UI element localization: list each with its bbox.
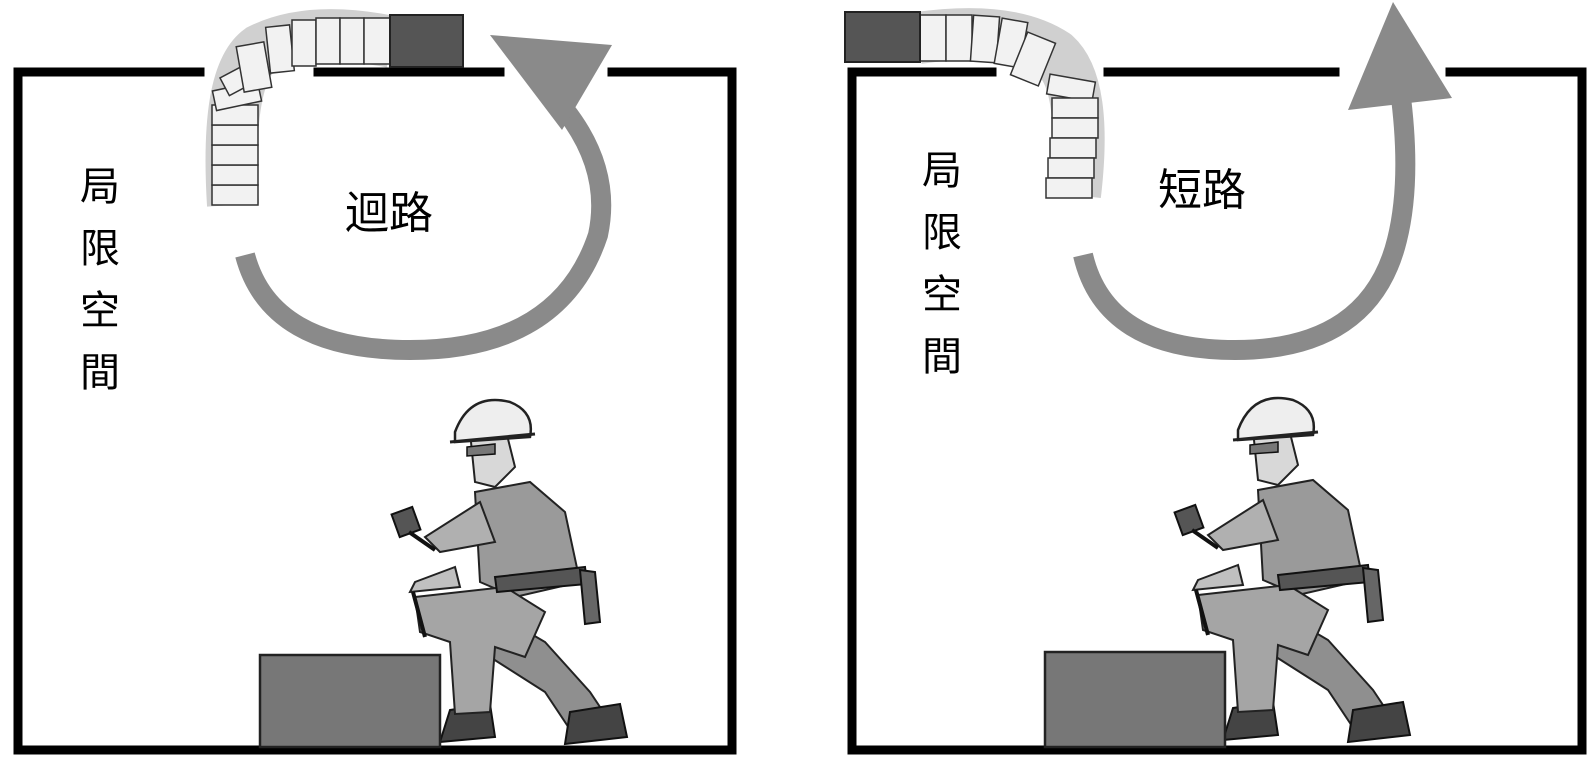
fan-box-right <box>844 11 921 63</box>
svg-text:空: 空 <box>922 272 962 318</box>
short-circuit-label: 短路 <box>1158 165 1246 216</box>
confined-space-walls-left <box>13 67 737 755</box>
panel-left-loop: 局 限 空 間 迴路 <box>13 9 737 755</box>
flexible-duct-left <box>205 9 398 207</box>
svg-text:限: 限 <box>922 210 962 256</box>
svg-text:間: 間 <box>80 350 120 396</box>
panel-right-short-circuit: 局 限 空 間 短路 <box>844 2 1587 755</box>
svg-text:間: 間 <box>922 334 962 380</box>
crate-left <box>258 653 442 749</box>
svg-text:局: 局 <box>80 164 120 210</box>
confined-space-label-right: 局 限 空 間 <box>922 148 962 380</box>
flexible-duct-right <box>914 8 1105 199</box>
confined-space-walls-right <box>847 67 1587 755</box>
svg-text:局: 局 <box>922 148 962 194</box>
confined-space-label-left: 局 限 空 間 <box>80 164 120 396</box>
crate-right <box>1043 650 1227 749</box>
airflow-loop-arrow <box>235 35 612 361</box>
fan-box-left <box>389 14 464 68</box>
airflow-short-circuit-arrow <box>1073 2 1452 361</box>
svg-text:限: 限 <box>80 226 120 272</box>
svg-text:空: 空 <box>80 288 120 334</box>
loop-label: 迴路 <box>345 188 433 239</box>
